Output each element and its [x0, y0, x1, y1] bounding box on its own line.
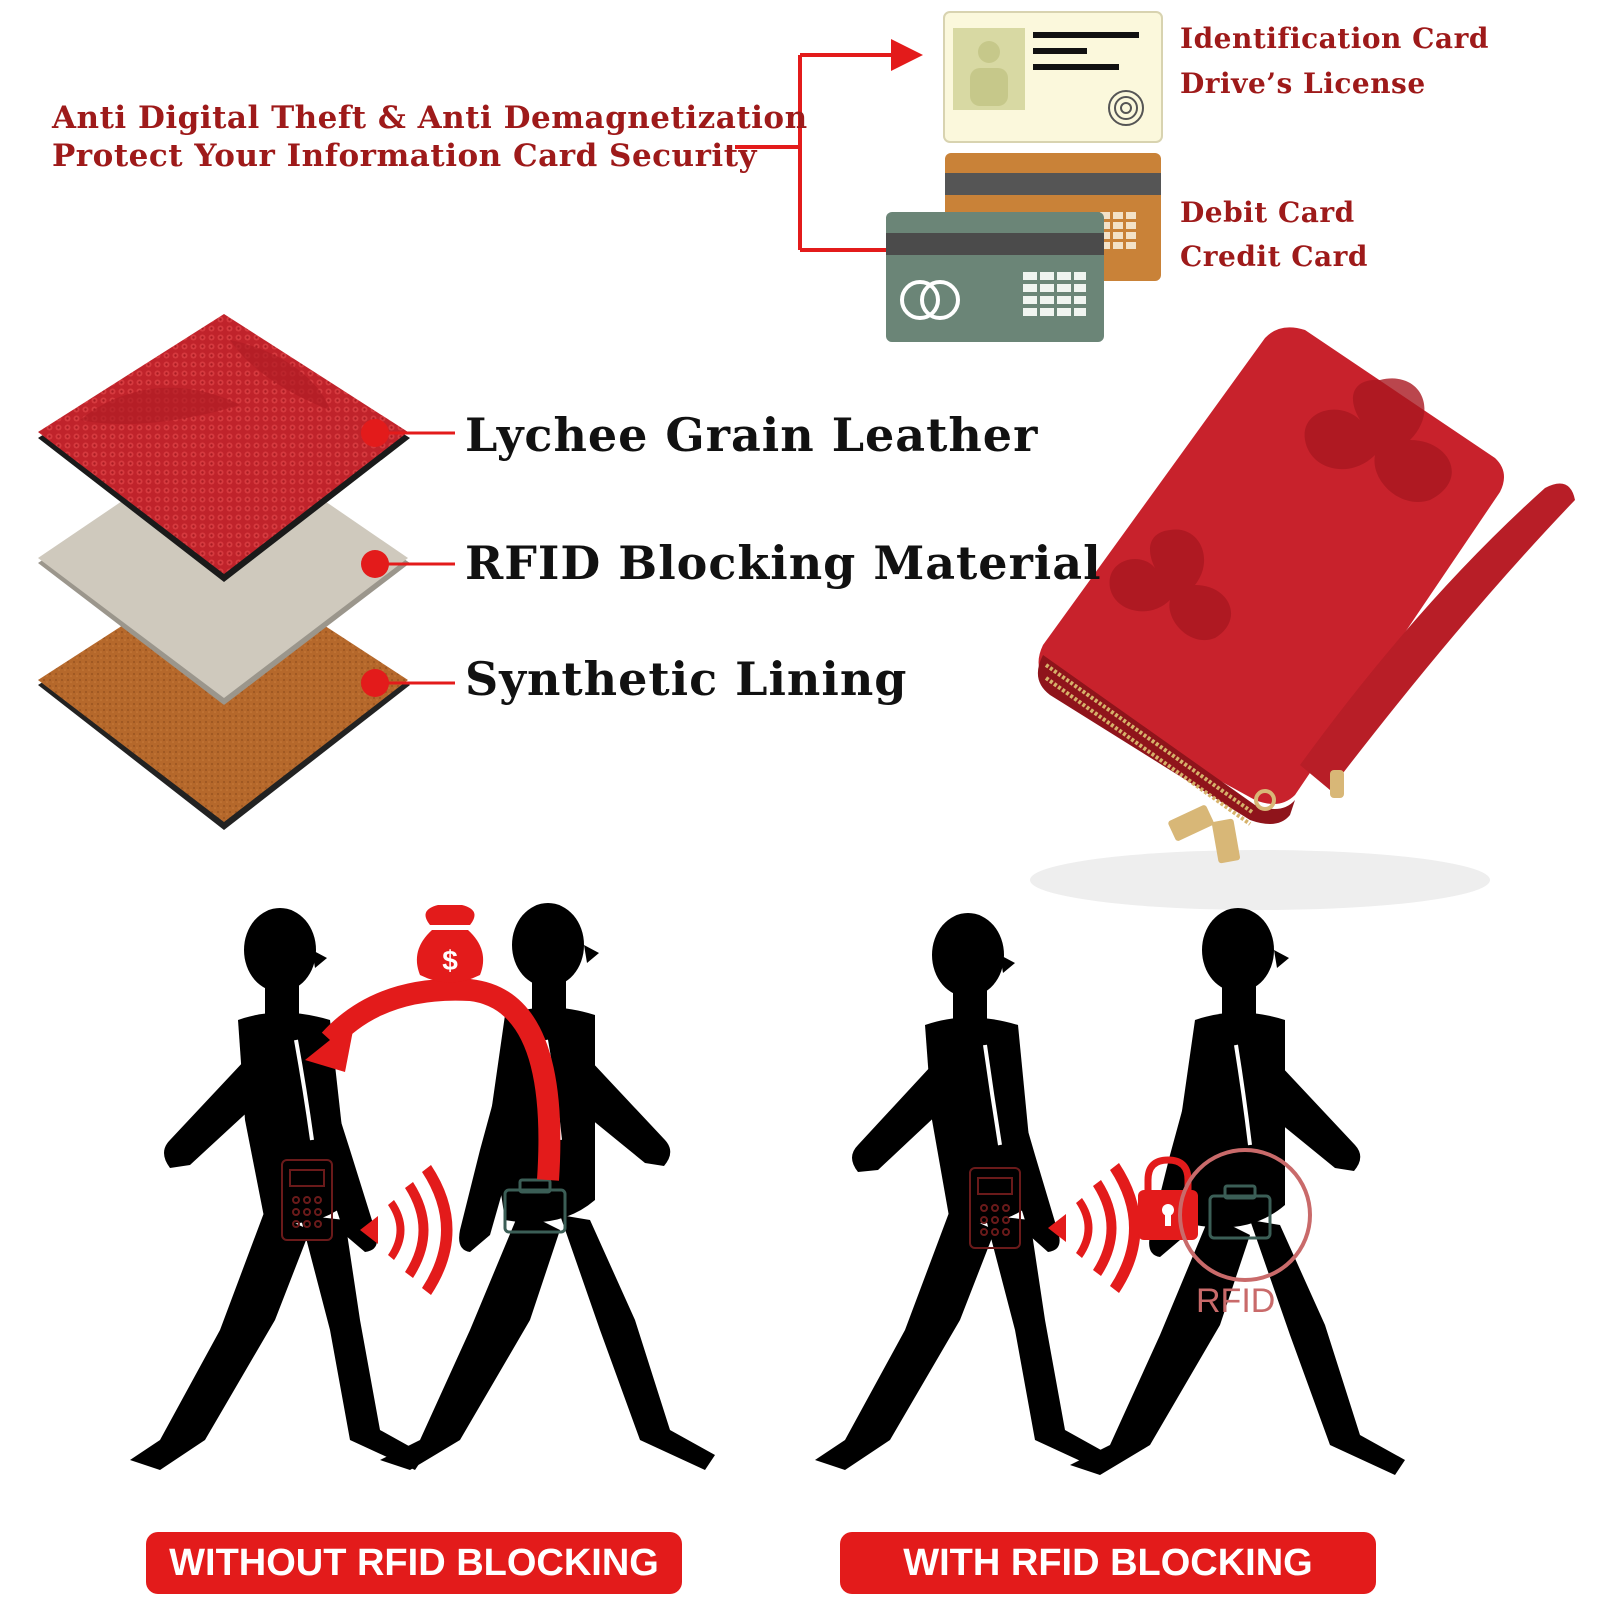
wallet-icon — [503, 1178, 567, 1234]
signal-waves-icon — [360, 1165, 453, 1295]
credit-card-label: Credit Card — [1180, 240, 1369, 273]
person-silhouette-2 — [1070, 908, 1405, 1475]
layer-label-rfid: RFID Blocking Material — [465, 536, 1102, 590]
wallet-product-image — [1030, 327, 1575, 910]
signal-waves-icon — [1048, 1163, 1141, 1293]
leather-layer — [38, 314, 410, 582]
money-bag-icon: $ — [416, 905, 484, 983]
protection-heading-line2: Protect Your Information Card Security — [52, 138, 758, 174]
card-reader-icon — [969, 1167, 1021, 1249]
without-rfid-banner: WITHOUT RFID BLOCKING — [146, 1532, 682, 1594]
person-silhouette — [815, 913, 1110, 1470]
license-label: Drive’s License — [1180, 67, 1426, 100]
id-card-label: Identification Card — [1180, 22, 1489, 55]
debit-card-label: Debit Card — [1180, 196, 1355, 229]
rfid-shield-icon — [1178, 1148, 1312, 1282]
layer-label-leather: Lychee Grain Leather — [465, 408, 1039, 462]
rfid-mark: RFID — [1196, 1282, 1276, 1320]
theft-arrow — [321, 978, 561, 1181]
layer-label-lining: Synthetic Lining — [465, 652, 908, 706]
card-reader-icon — [281, 1159, 333, 1241]
credit-card-icon — [886, 212, 1104, 342]
svg-text:$: $ — [442, 945, 458, 976]
scene-with-rfid — [815, 908, 1405, 1475]
with-rfid-banner: WITH RFID BLOCKING — [840, 1532, 1376, 1594]
id-card-icon — [943, 11, 1163, 143]
scene-without-rfid: $ — [130, 903, 715, 1470]
layer-pointers — [361, 419, 455, 697]
protection-heading-line1: Anti Digital Theft & Anti Demagnetizatio… — [52, 100, 808, 136]
